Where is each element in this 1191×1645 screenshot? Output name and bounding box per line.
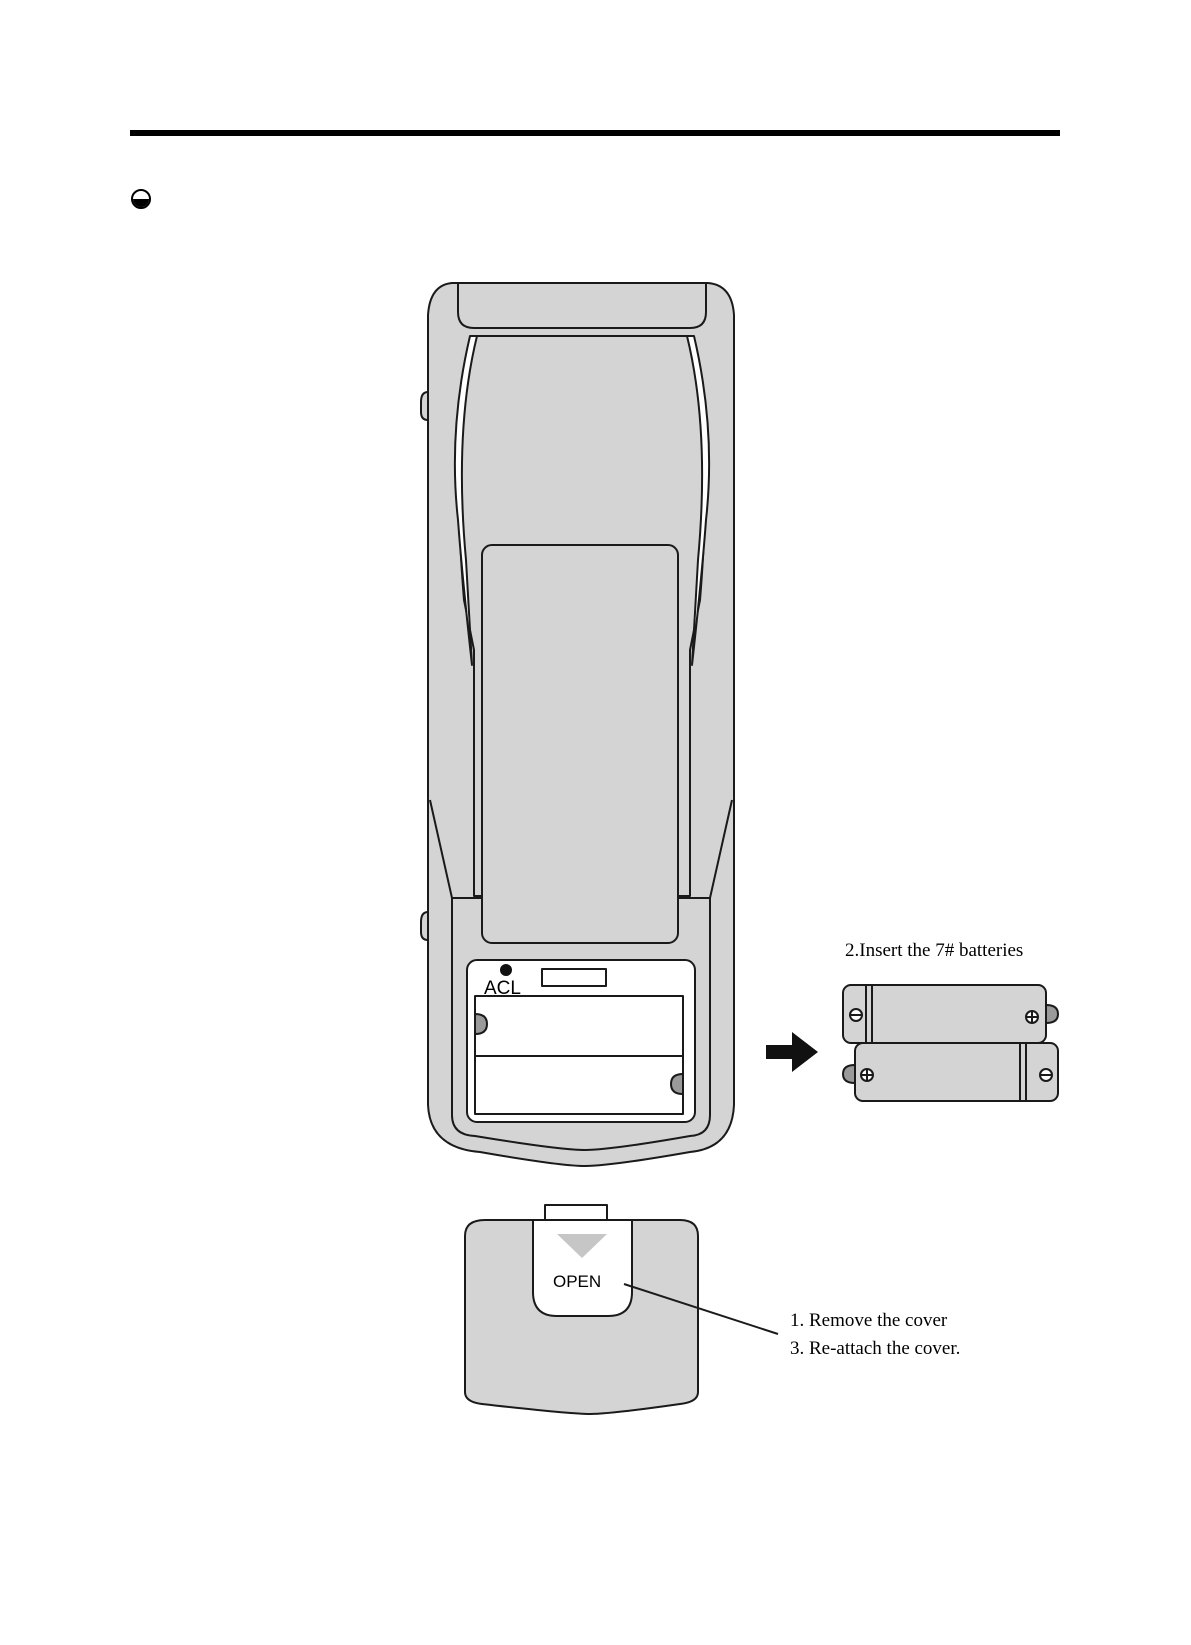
- battery-lower: [843, 1043, 1058, 1101]
- insert-batteries-caption: 2.Insert the 7# batteries: [845, 940, 1023, 962]
- acl-button: [500, 964, 512, 976]
- top-cap: [458, 283, 706, 328]
- reattach-cover-caption: 3. Re-attach the cover.: [790, 1338, 960, 1360]
- right-arrow-icon: [766, 1032, 818, 1072]
- side-button-upper: [421, 392, 428, 420]
- remove-cover-caption: 1. Remove the cover: [790, 1310, 947, 1332]
- open-label: OPEN: [553, 1272, 601, 1291]
- slot-contact-left: [475, 1014, 487, 1034]
- compartment-label-box: [542, 969, 606, 986]
- slot-contact-right: [671, 1074, 683, 1094]
- battery-slot-lower: [475, 1056, 683, 1114]
- battery-slot-upper: [475, 996, 683, 1056]
- acl-label: ACL: [484, 978, 521, 999]
- side-button-lower: [421, 912, 428, 940]
- battery-upper: [843, 985, 1058, 1043]
- center-panel: [482, 545, 678, 943]
